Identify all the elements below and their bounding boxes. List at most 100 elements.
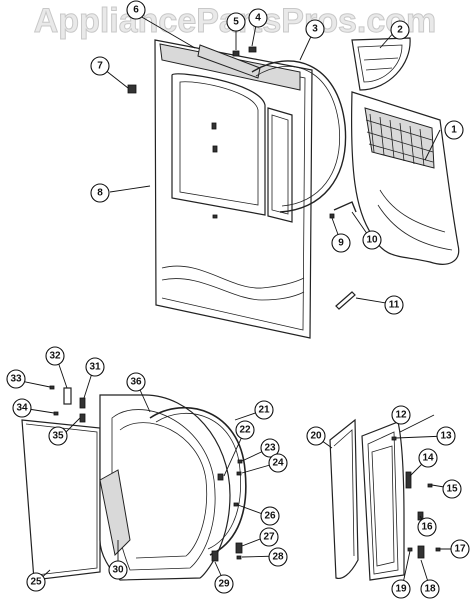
callout-36: 36: [126, 372, 146, 392]
svg-text:5: 5: [233, 17, 239, 28]
svg-text:4: 4: [255, 13, 261, 24]
callout-12: 12: [391, 405, 411, 425]
callout-19: 19: [391, 579, 411, 599]
part-27-hinge: [235, 542, 243, 554]
svg-text:36: 36: [130, 377, 142, 388]
svg-text:30: 30: [112, 565, 124, 576]
callout-24: 24: [268, 453, 288, 473]
svg-text:31: 31: [89, 362, 101, 373]
callout-35: 35: [48, 426, 68, 446]
part-17-screw: [435, 547, 441, 552]
callout-27: 27: [259, 527, 279, 547]
svg-text:19: 19: [395, 584, 407, 595]
svg-text:28: 28: [272, 552, 284, 563]
part-3-seal: [251, 60, 347, 213]
part-13-screw: [391, 436, 397, 441]
svg-text:33: 33: [10, 374, 22, 385]
svg-text:34: 34: [16, 403, 28, 414]
part-11-rod: [335, 291, 356, 310]
callout-18: 18: [420, 579, 440, 599]
svg-text:6: 6: [133, 5, 139, 16]
svg-text:15: 15: [446, 484, 458, 495]
svg-text:11: 11: [389, 300, 400, 311]
svg-text:25: 25: [30, 577, 42, 588]
part-19-screw: [407, 547, 413, 552]
callout-2: 2: [390, 20, 410, 40]
callout-29: 29: [214, 574, 234, 594]
svg-text:16: 16: [421, 522, 433, 533]
callout-15: 15: [442, 479, 462, 499]
part-22-catch: [217, 473, 224, 481]
part-32-bracket: [63, 387, 72, 405]
part-34-screw: [53, 411, 59, 416]
part-24-screw: [236, 471, 242, 476]
callout-17: 17: [450, 539, 470, 559]
svg-text:13: 13: [440, 431, 452, 442]
part-31-bracket: [79, 397, 86, 409]
svg-text:29: 29: [218, 579, 230, 590]
callout-22: 22: [235, 420, 255, 440]
svg-text:22: 22: [239, 425, 251, 436]
callouts: 1 2 3 4 5 6 7 8 9 10 11 12 13 14 15 16 1…: [6, 0, 470, 599]
part-25-door-panel: [21, 419, 101, 581]
svg-text:1: 1: [451, 125, 457, 136]
svg-text:14: 14: [422, 453, 434, 464]
part-12-side-frame: [361, 421, 405, 581]
callout-11: 11: [384, 295, 404, 315]
svg-text:27: 27: [263, 532, 275, 543]
part-20-side-panel: [329, 418, 359, 580]
callout-23: 23: [260, 438, 280, 458]
callout-16: 16: [417, 517, 437, 537]
svg-text:10: 10: [366, 235, 378, 246]
part-23-screw: [237, 459, 243, 464]
svg-text:17: 17: [454, 544, 466, 555]
svg-text:32: 32: [49, 351, 61, 362]
svg-text:35: 35: [52, 431, 64, 442]
part-26-washer: [233, 502, 239, 507]
callout-6: 6: [126, 0, 146, 20]
part-30-inner-door: [99, 394, 231, 581]
callout-5: 5: [226, 12, 246, 32]
callout-33: 33: [6, 369, 26, 389]
part-6-top-strip: [197, 44, 261, 79]
callout-14: 14: [418, 448, 438, 468]
callout-1: 1: [444, 120, 464, 140]
part-7-bracket: [127, 84, 137, 94]
part-10-spring: [333, 201, 357, 213]
callout-4: 4: [248, 8, 268, 28]
part-1-duct-housing: [350, 91, 460, 265]
svg-text:18: 18: [424, 584, 436, 595]
part-33-screw: [49, 385, 55, 390]
part-5-clip: [232, 50, 240, 57]
svg-text:7: 7: [97, 61, 103, 72]
callout-3: 3: [305, 19, 325, 39]
part-28-screw: [236, 555, 242, 560]
part-21-door-gasket: [149, 406, 247, 556]
callout-7: 7: [90, 56, 110, 76]
part-18-bracket: [417, 545, 425, 559]
callout-20: 20: [306, 426, 326, 446]
callout-9: 9: [331, 233, 351, 253]
svg-text:24: 24: [272, 458, 284, 469]
svg-text:2: 2: [397, 25, 403, 36]
part-15-screw: [427, 483, 433, 488]
callout-10: 10: [362, 230, 382, 250]
part-14-bracket: [405, 471, 412, 489]
callout-13: 13: [436, 426, 456, 446]
svg-text:26: 26: [264, 511, 276, 522]
svg-text:8: 8: [97, 188, 103, 199]
svg-text:20: 20: [310, 431, 322, 442]
callout-28: 28: [268, 547, 288, 567]
callout-25: 25: [26, 572, 46, 592]
callout-21: 21: [254, 400, 274, 420]
callout-34: 34: [12, 398, 32, 418]
part-29-hinge: [211, 550, 219, 562]
callout-30: 30: [108, 560, 128, 580]
svg-text:3: 3: [312, 24, 318, 35]
svg-text:12: 12: [395, 410, 407, 421]
svg-text:23: 23: [264, 443, 276, 454]
svg-text:9: 9: [338, 238, 344, 249]
callout-8: 8: [90, 183, 110, 203]
front-panel: [154, 39, 313, 339]
